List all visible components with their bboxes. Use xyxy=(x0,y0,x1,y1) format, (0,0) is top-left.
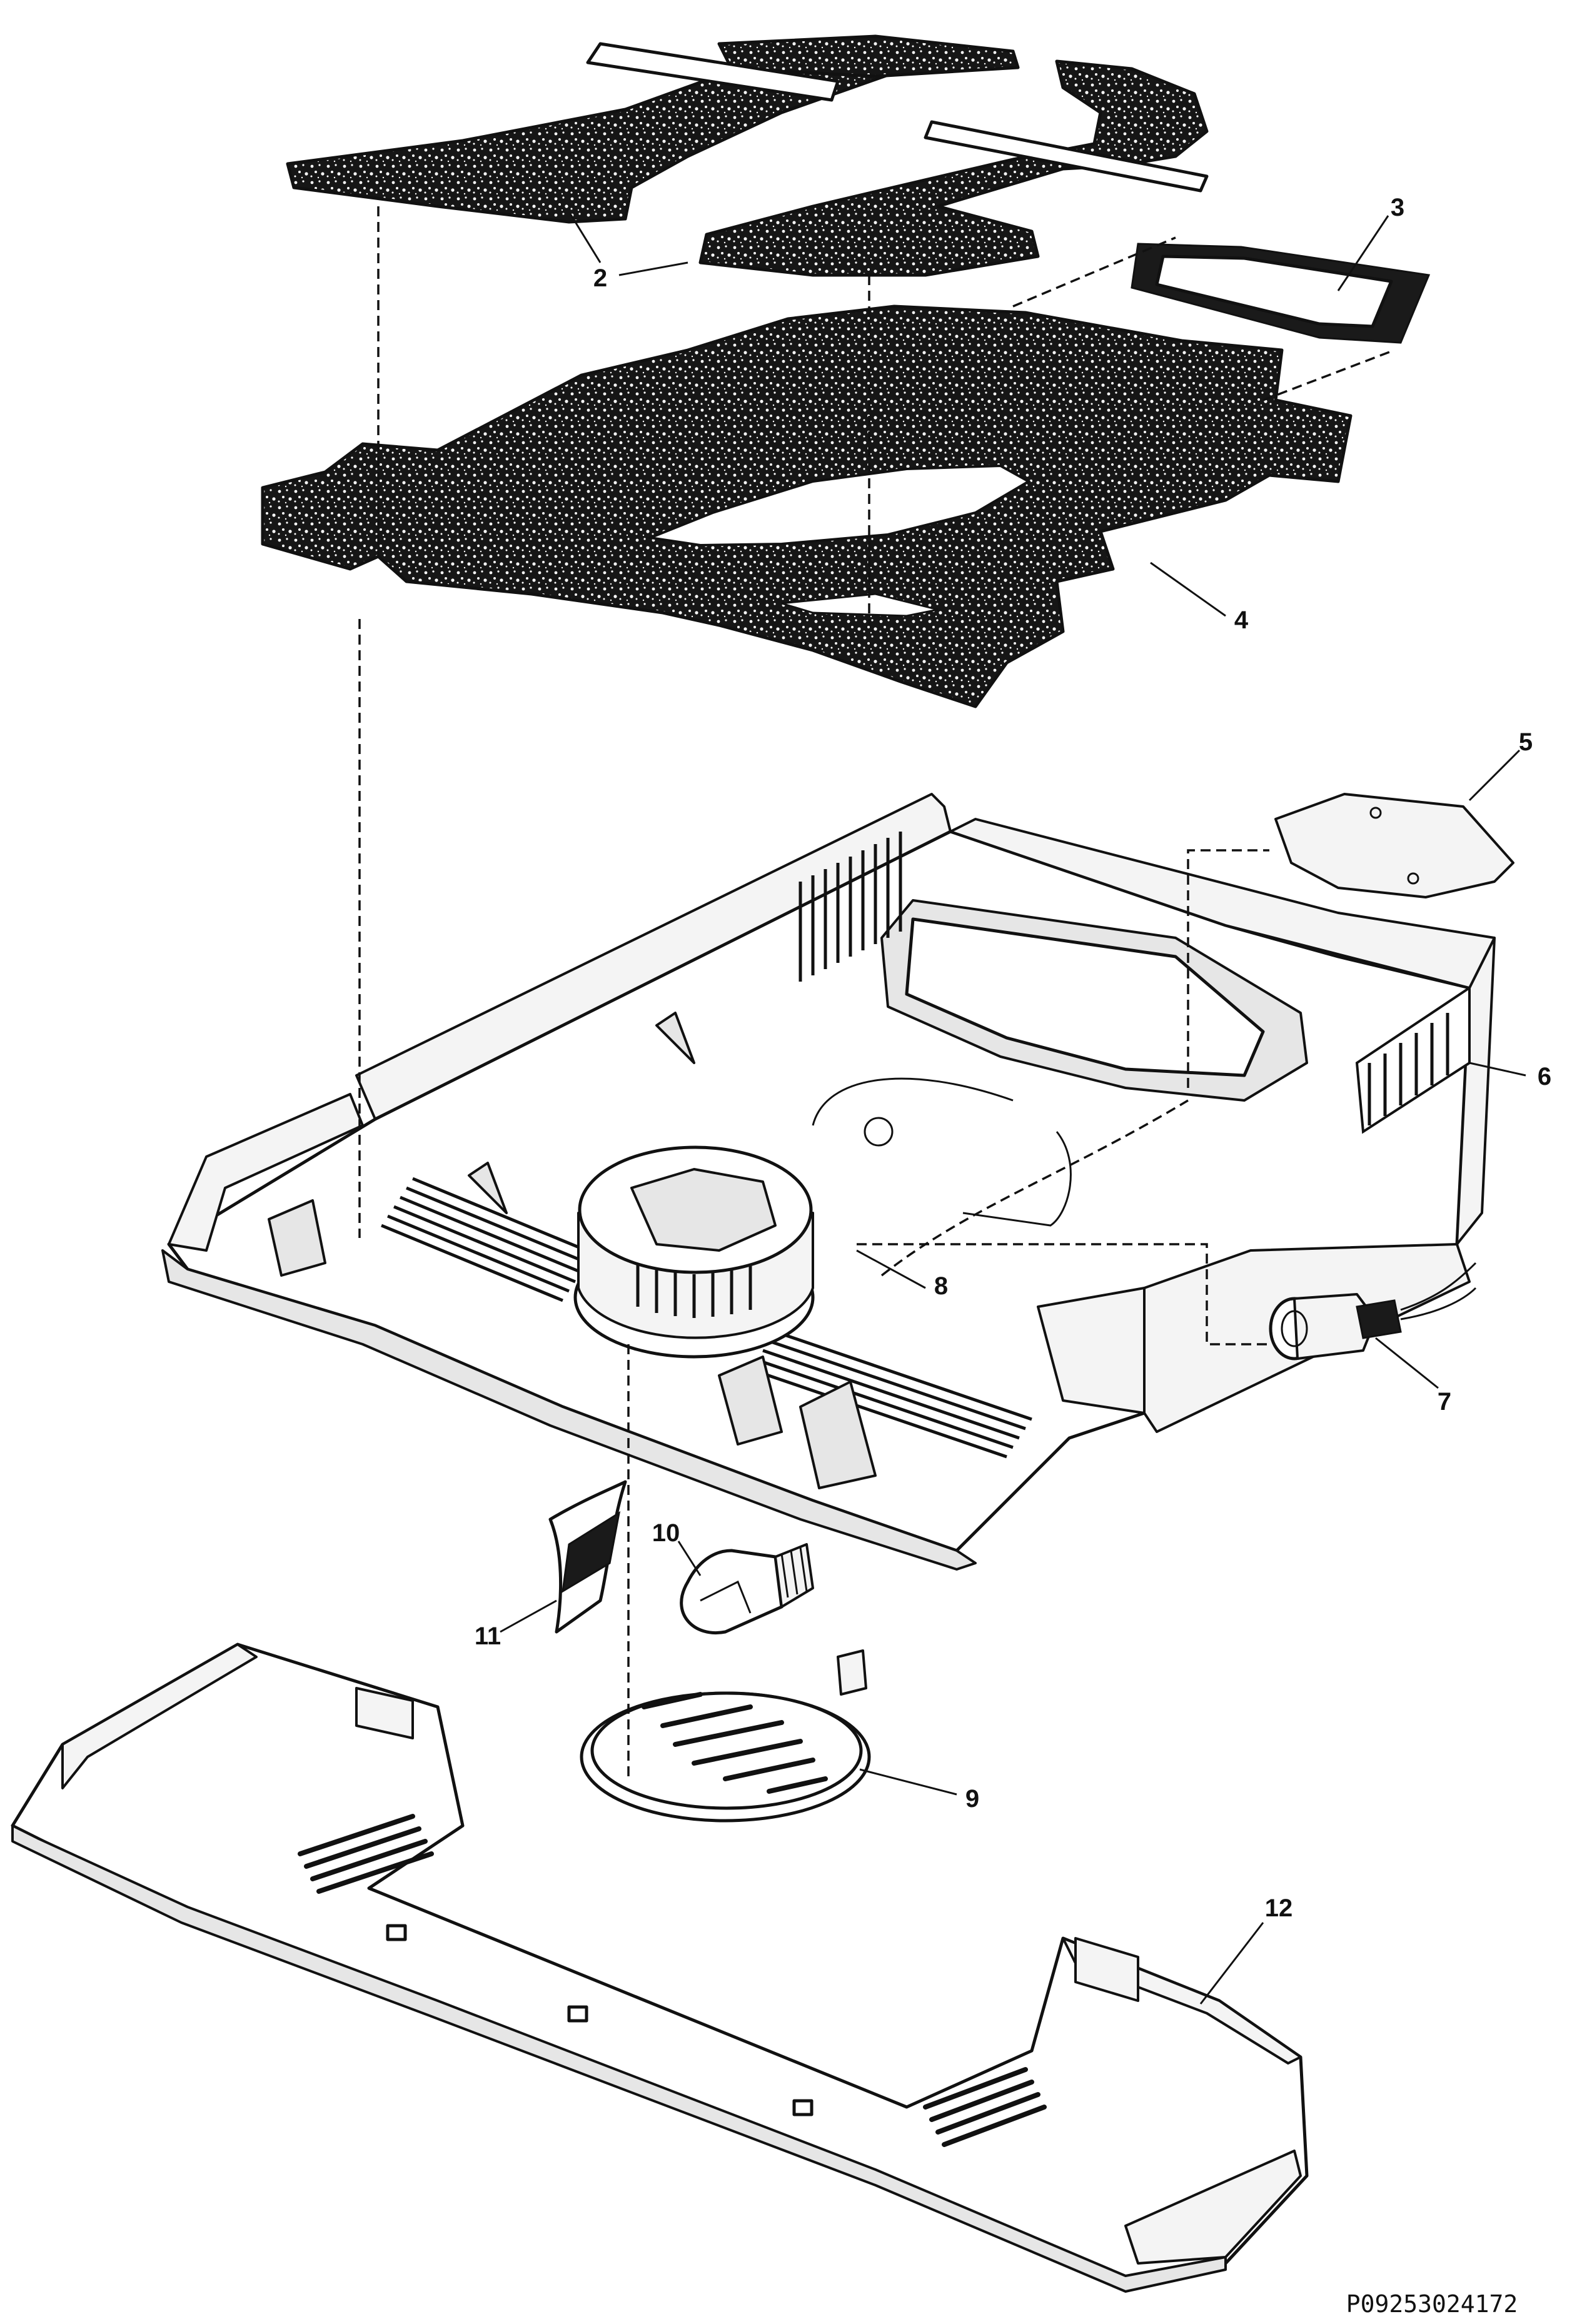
lamp-socket-with-cable xyxy=(1269,1262,1477,1361)
assembly-guide-lines xyxy=(358,206,1395,1782)
front-cover-vents-right xyxy=(923,2067,1047,2147)
front-cover-panel xyxy=(11,1642,1309,2293)
callout-7: 7 xyxy=(1438,1388,1451,1416)
foam-pad-right xyxy=(698,59,1209,277)
callout-8: 8 xyxy=(934,1272,948,1300)
foam-pad-left xyxy=(286,34,1020,224)
callout-11: 11 xyxy=(475,1622,501,1650)
housing-tray xyxy=(161,793,1496,1571)
drawing-id: P09253024172 xyxy=(1346,2290,1518,2318)
callout-6: 6 xyxy=(1538,1063,1551,1090)
light-bulb xyxy=(680,1543,814,1634)
housing-back-grille xyxy=(799,832,902,982)
housing-floor-vents-left xyxy=(381,1177,595,1302)
warning-label-sticker xyxy=(548,1480,627,1634)
octagonal-cover-plate xyxy=(1274,793,1514,898)
callout-2: 2 xyxy=(593,264,607,292)
gasket-frame xyxy=(1131,243,1431,344)
fan-motor-housing xyxy=(573,1145,815,1359)
leader-lines xyxy=(500,213,1526,2005)
callout-3: 3 xyxy=(1391,194,1404,221)
foam-insulation-panel xyxy=(261,304,1353,708)
callout-10: 10 xyxy=(652,1519,680,1547)
housing-side-grille xyxy=(1355,985,1471,1134)
front-cover-vents-left xyxy=(298,1814,434,1894)
housing-floor-vents-right xyxy=(750,1330,1032,1459)
callout-9: 9 xyxy=(965,1785,979,1813)
callout-4: 4 xyxy=(1234,606,1249,634)
round-grille-cover xyxy=(580,1649,871,1823)
callout-12: 12 xyxy=(1265,1894,1293,1922)
callout-5: 5 xyxy=(1519,728,1533,756)
